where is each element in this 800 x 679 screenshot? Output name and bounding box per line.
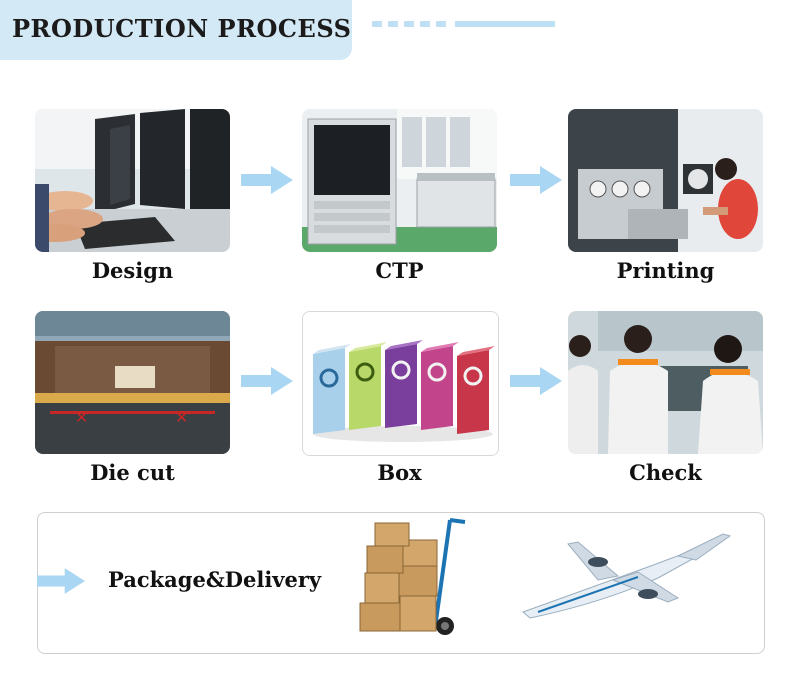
arrow-right-icon xyxy=(37,568,85,594)
check-photo xyxy=(568,311,763,454)
step-label-die-cut: Die cut xyxy=(90,460,175,485)
printing-photo xyxy=(568,109,763,252)
die-cut-photo: ✕ ✕ xyxy=(35,311,230,454)
svg-text:✕: ✕ xyxy=(175,408,188,427)
svg-text:✕: ✕ xyxy=(75,408,88,427)
delivery-label: Package&Delivery xyxy=(108,567,322,592)
header-banner xyxy=(0,0,352,60)
header-dots-decoration xyxy=(372,21,446,27)
ctp-photo xyxy=(302,109,497,252)
boxes-hand-truck-icon xyxy=(359,518,466,635)
arrow-right-icon xyxy=(510,367,562,395)
step-label-printing: Printing xyxy=(616,258,715,283)
arrow-right-icon xyxy=(241,367,293,395)
arrow-right-icon xyxy=(510,166,562,194)
step-label-check: Check xyxy=(629,460,702,485)
step-label-design: Design xyxy=(91,258,174,283)
arrow-right-icon xyxy=(241,166,293,194)
page-title: PRODUCTION PROCESS xyxy=(12,14,352,43)
header-line-decoration xyxy=(455,21,555,27)
airplane-icon xyxy=(522,533,732,619)
step-label-box: Box xyxy=(377,460,422,485)
box-photo xyxy=(302,311,499,456)
design-photo xyxy=(35,109,230,252)
step-label-ctp: CTP xyxy=(375,258,424,283)
